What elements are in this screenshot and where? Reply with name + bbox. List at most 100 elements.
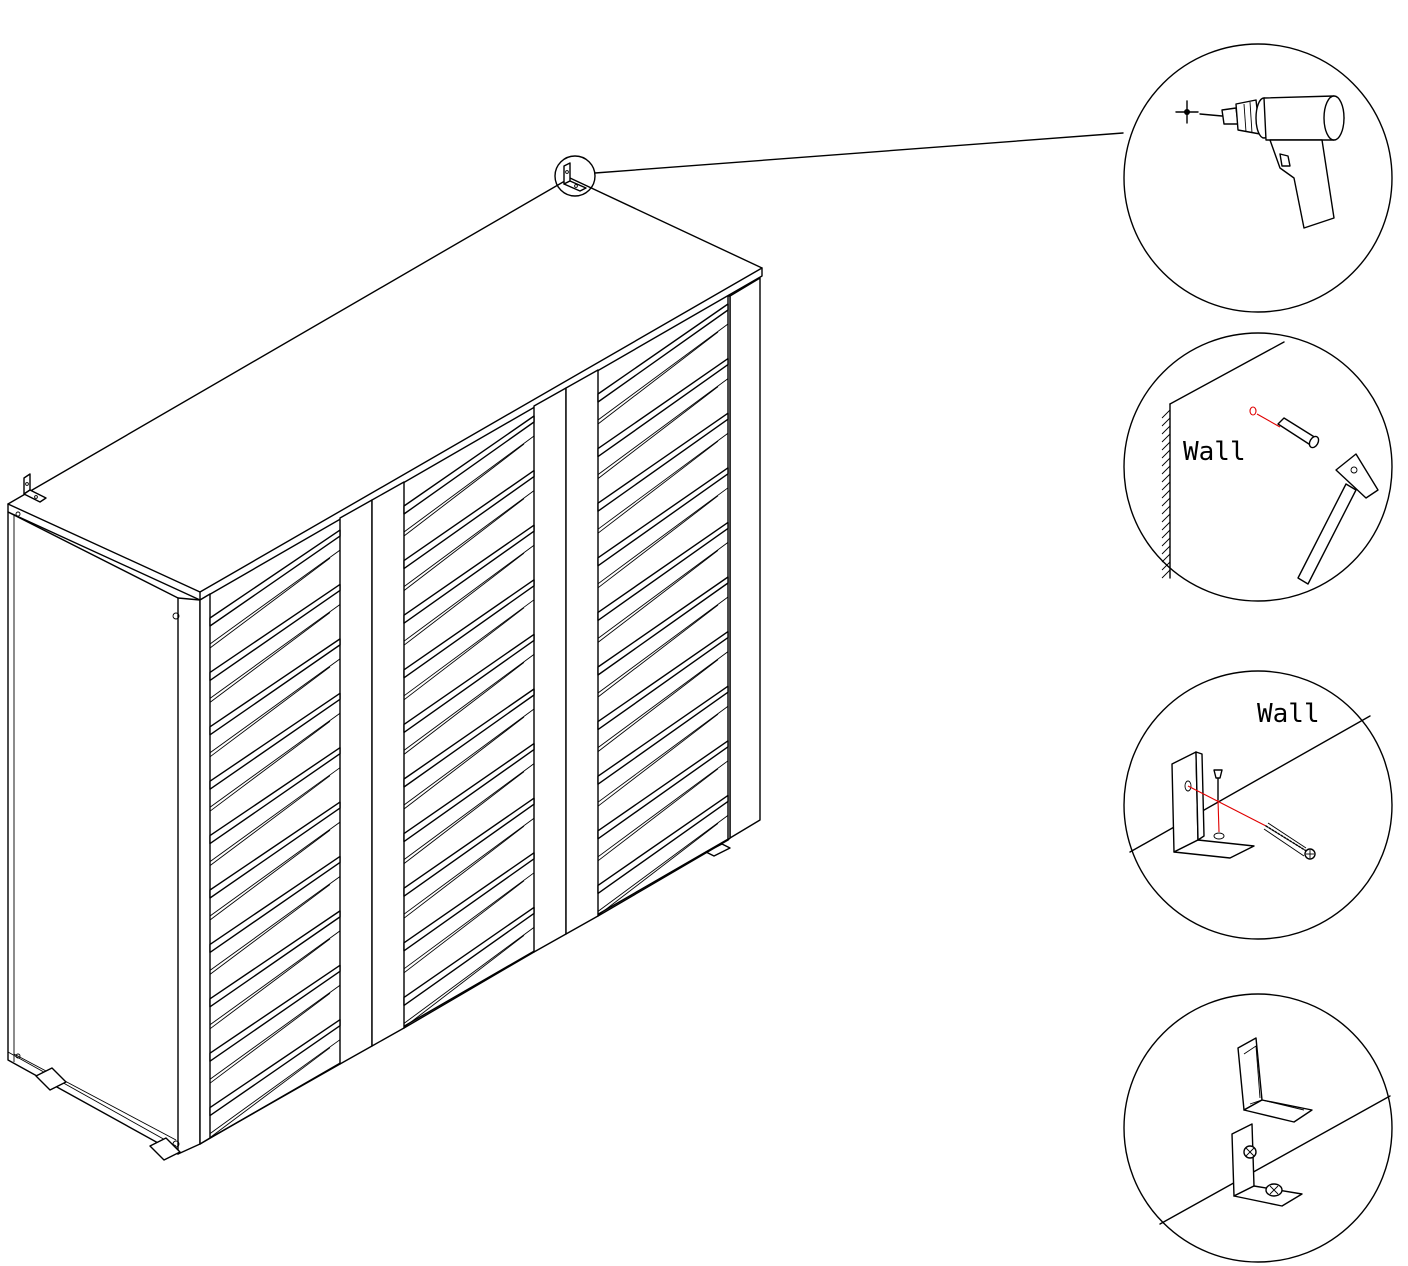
louver-slat-edge: [403, 599, 535, 697]
hatch-line: [1161, 481, 1171, 491]
hatch-line: [1161, 457, 1171, 467]
hatch-line: [1161, 449, 1171, 459]
louver-slat-edge: [597, 386, 719, 479]
louver-slat-edge: [597, 705, 729, 803]
louver-slat-edge: [403, 544, 535, 642]
louver-slat: [597, 357, 729, 458]
hatch-line: [1161, 537, 1171, 547]
callout-leader-line: [594, 132, 1124, 174]
louver-slat: [597, 794, 729, 895]
louver-slat-edge: [597, 495, 719, 589]
hatch-line: [1161, 441, 1171, 451]
louver-slat: [209, 692, 341, 790]
louver-slat: [403, 524, 535, 624]
louver-slat-edge: [403, 490, 535, 587]
hatch-line: [1161, 425, 1171, 435]
louver-slat-edge: [209, 821, 341, 917]
louver-slat: [403, 633, 535, 734]
louver-slat-edge: [209, 1039, 341, 1134]
louver-slat-edge: [597, 440, 719, 534]
detail-insert-wall-plug: Wall: [1123, 332, 1393, 602]
louver-slat: [597, 576, 729, 676]
louver-slat-edge: [209, 992, 331, 1084]
screw-icon: [1263, 822, 1316, 860]
louver-slat-edge: [209, 604, 341, 699]
hatch-line: [1161, 529, 1171, 539]
louver-slat-edge: [403, 716, 525, 810]
louver-slat: [403, 906, 535, 1007]
louver-slat: [597, 685, 729, 785]
louver-slat: [209, 801, 341, 899]
hatch-line: [1161, 545, 1171, 555]
louver-slat: [403, 742, 535, 843]
louver-slat-edge: [209, 930, 341, 1026]
louver-slat-edge: [209, 549, 341, 645]
louver-slat-edge: [403, 880, 525, 974]
louver-slat: [597, 467, 729, 567]
shoe-cabinet: [7, 132, 1124, 1161]
louver-slat-edge: [597, 323, 729, 421]
louver-slat-edge: [597, 713, 719, 807]
l-bracket-left: [23, 473, 47, 503]
l-bracket-icon: [1231, 1123, 1303, 1207]
louver-slat: [209, 583, 341, 682]
wall-plug-icon: [1277, 417, 1320, 449]
louver-slat-edge: [597, 604, 719, 698]
hatch-line: [1161, 409, 1171, 419]
louver-slat: [597, 303, 729, 403]
louver-slat: [597, 521, 729, 622]
hatch-line: [1161, 433, 1171, 443]
cabinet-side-panel: [7, 511, 201, 1155]
louver-slat-edge: [597, 487, 729, 585]
louver-slat: [597, 740, 729, 840]
detail-drill-hole: [1123, 43, 1393, 313]
louver-slat-edge: [597, 659, 719, 752]
louver-slat-edge: [403, 771, 525, 864]
louver-slat: [403, 797, 535, 897]
hatch-line: [1161, 497, 1171, 507]
hatch-line: [1161, 513, 1171, 523]
louver-slat-edge: [403, 498, 525, 591]
louver-slat-edge: [209, 712, 341, 808]
louver-slat-edge: [209, 658, 341, 754]
drill-icon: [1199, 95, 1345, 229]
door-louvers: [209, 303, 729, 1138]
drill-hole-mark: [1249, 406, 1257, 416]
louver-slat: [209, 746, 341, 845]
louver-slat-edge: [403, 607, 525, 701]
bracket-cap-icon: [1237, 1037, 1313, 1123]
louver-slat: [209, 1018, 341, 1117]
louver-slat-edge: [597, 378, 729, 475]
louver-slat-edge: [209, 767, 341, 862]
louver-slat-edge: [209, 666, 331, 758]
louver-slat-edge: [209, 876, 341, 971]
louver-slat-edge: [209, 884, 331, 975]
louver-slat-edge: [597, 432, 729, 530]
wall-edge: [1169, 341, 1285, 405]
louver-slat-edge: [209, 984, 341, 1080]
louver-slat-edge: [597, 823, 719, 916]
wall-floor-edge: [1159, 1095, 1391, 1225]
louver-slat-edge: [403, 654, 535, 751]
louver-slat-edge: [403, 817, 535, 915]
louver-slat-edge: [403, 763, 535, 860]
louver-slat: [597, 412, 729, 512]
louver-slat-edge: [209, 938, 331, 1030]
louver-slat: [403, 469, 535, 570]
louver-slat-edge: [209, 720, 331, 812]
louver-slat-edge: [597, 550, 719, 643]
hatch-line: [1161, 489, 1171, 499]
louver-slat-edge: [597, 542, 729, 639]
cabinet-feet: [35, 843, 731, 1161]
hatch-line: [1161, 465, 1171, 475]
louver-slat: [403, 415, 535, 515]
hatch-line: [1161, 505, 1171, 515]
louver-slat-edge: [597, 815, 729, 912]
wall-label: Wall: [1183, 437, 1246, 467]
louver-slat-edge: [597, 596, 729, 694]
louver-slat-edge: [209, 829, 331, 921]
door-frames: [199, 295, 731, 1145]
louver-slat-edge: [403, 662, 525, 755]
louver-slat-edge: [403, 872, 535, 970]
louver-slat-edge: [597, 331, 719, 425]
